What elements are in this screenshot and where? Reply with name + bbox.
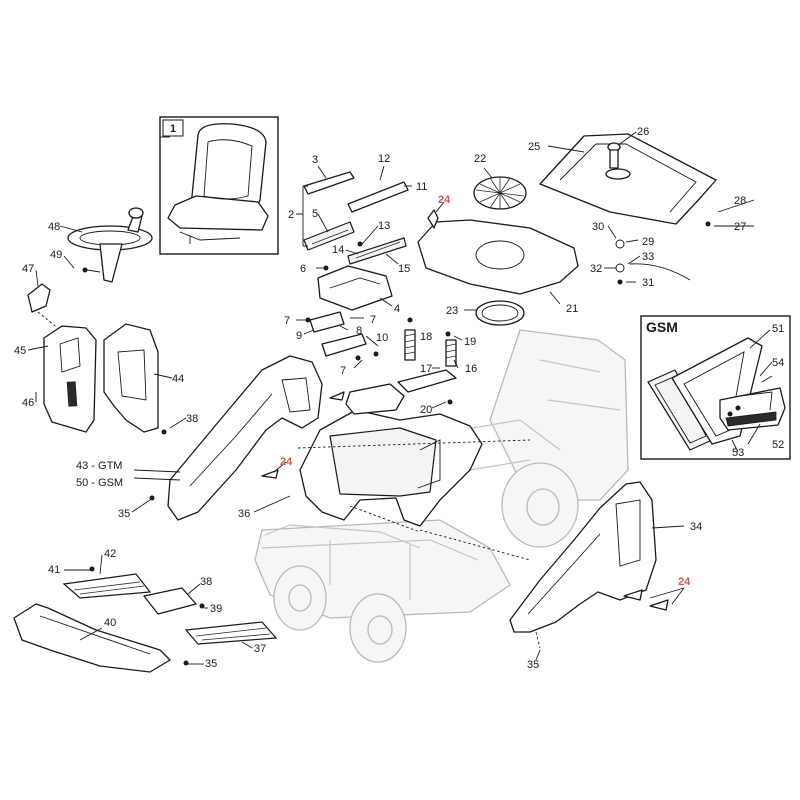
callout-44: 44 [172,373,184,385]
connection-lines [297,439,541,649]
leader-lines [27,131,773,665]
gsm-inset: GSM [640,315,791,460]
callout-5: 5 [312,208,318,220]
callout-47: 47 [22,263,34,275]
callout-43: 43 - GTM [76,460,122,472]
callout-54: 54 [772,357,784,369]
callout-24b: 24 [280,456,293,468]
callout-34: 34 [690,521,702,533]
callout-19: 19 [464,336,476,348]
callout-35a: 35 [118,508,130,520]
gsm-inset-title: GSM [646,319,678,335]
callout-13: 13 [378,220,390,232]
callout-24c: 24 [678,576,691,588]
left-fender-part[interactable] [149,355,323,521]
callout-52: 52 [772,439,784,451]
callout-33: 33 [642,251,654,263]
upper-rails-brackets[interactable] [303,171,409,361]
callout-29: 29 [642,236,654,248]
callout-11: 11 [416,181,427,193]
callout-14: 14 [332,244,344,256]
callout-36: 36 [238,508,250,520]
chute-assembly[interactable] [417,176,579,326]
callout-6: 6 [300,263,306,275]
lid-assembly[interactable] [539,133,717,285]
seat-inset-label: 1 [170,123,176,135]
callout-28: 28 [734,195,746,207]
callout-7a: 7 [284,315,290,327]
callout-3: 3 [312,154,318,166]
callout-39: 39 [210,603,222,615]
callout-49: 49 [50,249,62,261]
callout-35b: 35 [205,658,217,670]
callout-17: 17 [420,363,432,375]
right-fender-part[interactable] [509,481,657,633]
left-console-parts[interactable] [27,283,167,435]
callout-35c: 35 [527,659,539,671]
seat-part[interactable] [167,123,269,244]
callout-46: 46 [22,397,34,409]
callout-12: 12 [378,153,390,165]
callout-18: 18 [420,331,432,343]
callout-53: 53 [732,447,744,459]
callout-22: 22 [474,153,486,165]
callout-7b: 7 [370,314,376,326]
callout-40: 40 [104,617,116,629]
callout-26: 26 [637,126,649,138]
callout-25: 25 [528,141,540,153]
callout-30: 30 [592,221,604,233]
central-body-part[interactable] [299,383,483,527]
lower-parts[interactable] [13,566,278,673]
callout-2: 2 [288,209,294,221]
callout-27: 27 [734,221,746,233]
callout-41: 41 [48,564,60,576]
seat-inset: 1 [159,116,279,255]
callout-8: 8 [356,325,362,337]
callout-32: 32 [590,263,602,275]
callout-23: 23 [446,305,458,317]
callout-4: 4 [394,303,400,315]
callout-51: 51 [772,323,784,335]
callout-45: 45 [14,345,26,357]
callout-16: 16 [465,363,477,375]
callout-labels: 2 3 4 5 6 7 7 7 8 9 10 11 12 13 14 15 16… [14,126,784,671]
callout-21: 21 [566,303,578,315]
callout-50: 50 - GSM [76,477,123,489]
callout-38b: 38 [200,576,212,588]
callout-38a: 38 [186,413,198,425]
callout-10: 10 [376,332,388,344]
callout-20: 20 [420,404,432,416]
gsm-bag-parts[interactable] [647,337,786,451]
callout-9: 9 [296,330,302,342]
callout-7c: 7 [340,365,346,377]
mower-outline-ghost [254,329,629,663]
callout-42: 42 [104,548,116,560]
callout-48: 48 [48,221,60,233]
steering-wheel-part[interactable] [67,207,153,283]
callout-15: 15 [398,263,410,275]
springs-hardware[interactable] [397,317,457,405]
callout-37: 37 [254,643,266,655]
callout-31: 31 [642,277,654,289]
callout-24a: 24 [438,194,451,206]
